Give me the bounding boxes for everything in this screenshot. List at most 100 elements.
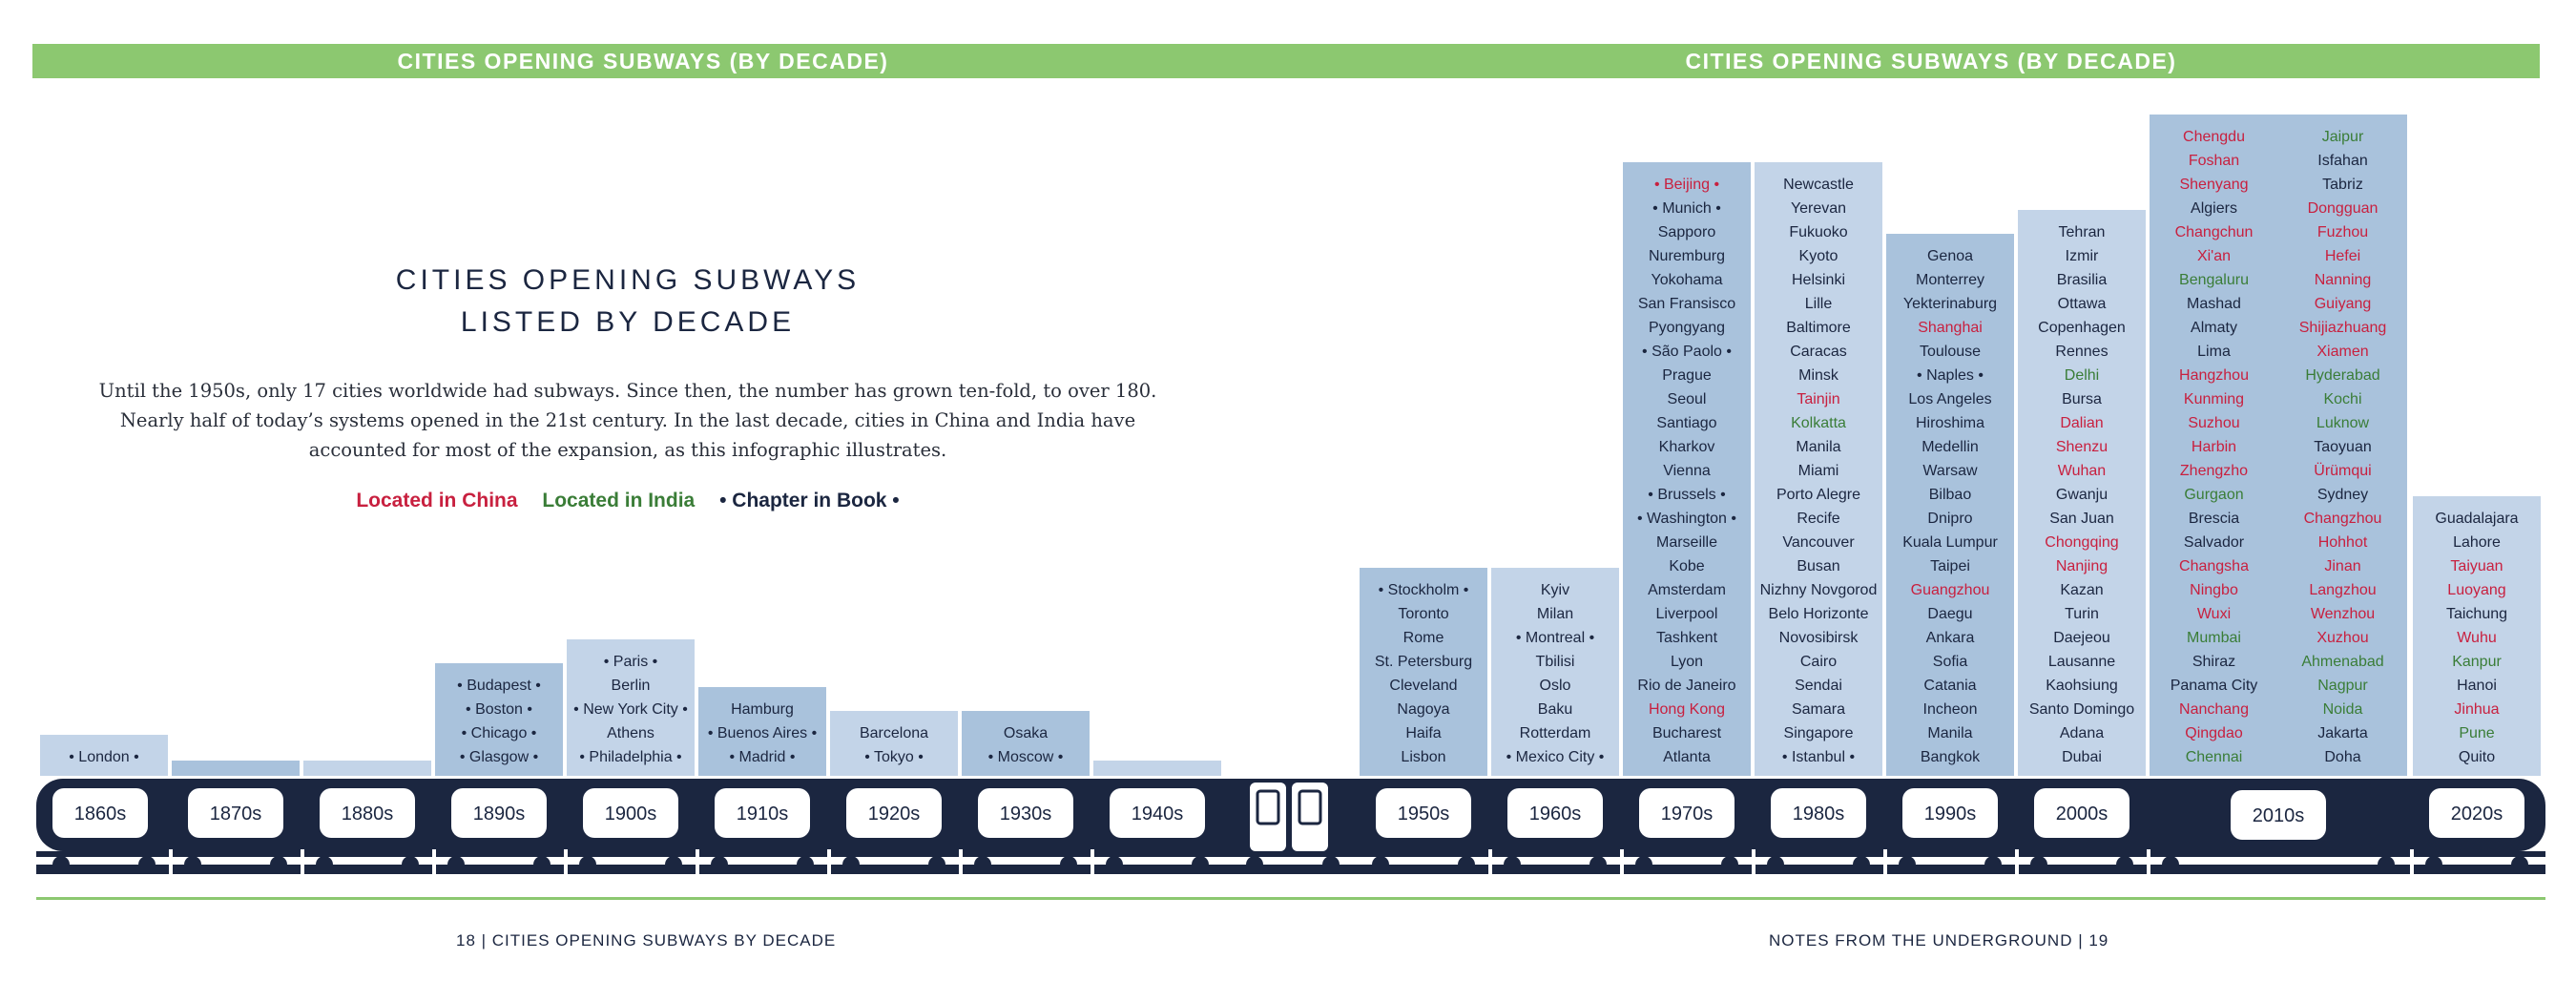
city-label: Nanjing [2056, 558, 2108, 574]
city-label: Tainjin [1797, 391, 1839, 407]
city-label: Kolkatta [1791, 415, 1846, 431]
wheel [797, 856, 814, 873]
city-label: Taiyuan [2450, 558, 2503, 574]
wheel [1372, 856, 1389, 873]
city-label: • Naples • [1917, 367, 1984, 384]
decade-pill-1900s [583, 788, 678, 838]
city-label: Fuzhou [2317, 224, 2368, 240]
city-label: Singapore [1784, 725, 1854, 741]
city-label: Santo Domingo [2029, 701, 2134, 718]
city-label: Salvador [2184, 534, 2245, 551]
city-label: Langzhou [2309, 582, 2376, 598]
car-gap [959, 849, 963, 876]
intro-body-line-3: accounted for most of the expansion, as … [308, 439, 947, 461]
city-label: Tashkent [1656, 630, 1718, 646]
city-label: Delhi [2065, 367, 2099, 384]
city-label: Xuzhou [2316, 630, 2368, 646]
car-gap [432, 849, 436, 876]
city-label: Kobe [1669, 558, 1704, 574]
decade-pill-1920s [846, 788, 942, 838]
rail-upper [36, 851, 2545, 857]
city-label: Almaty [2191, 320, 2237, 336]
city-label: Brescia [2189, 511, 2239, 527]
decade-pill-1910s [715, 788, 810, 838]
decade-label: 1960s [1529, 804, 1582, 825]
decade-pill-1990s [1902, 788, 1998, 838]
wheel [1589, 856, 1607, 873]
door-left-window [1256, 789, 1280, 825]
city-label: Bilbao [1929, 487, 1972, 503]
city-label: • Montreal • [1516, 630, 1594, 646]
city-label: Brasilia [2057, 272, 2108, 288]
car-gap [564, 849, 568, 876]
column-1900s [567, 639, 695, 776]
rail-lower [36, 865, 2545, 874]
city-label: • Tokyo • [864, 749, 924, 765]
city-label: Dnipro [1927, 511, 1972, 527]
city-label: Tehran [2059, 224, 2106, 240]
city-label: • Istanbul • [1782, 749, 1855, 765]
city-label: Noida [2323, 701, 2363, 718]
city-label: Mashad [2187, 296, 2241, 312]
city-label: Sydney [2317, 487, 2368, 503]
city-label: Novosibirsk [1779, 630, 1859, 646]
city-label: Bursa [2062, 391, 2102, 407]
city-label: Lille [1805, 296, 1833, 312]
city-label: Daejeou [2053, 630, 2110, 646]
city-label: Isfahan [2317, 153, 2367, 169]
city-label: Harbin [2192, 439, 2236, 455]
column-1940s [1093, 761, 1221, 776]
wheel [52, 856, 70, 873]
city-label: Rotterdam [1520, 725, 1591, 741]
city-label: Ahmenabad [2301, 654, 2383, 670]
wheel [2162, 856, 2179, 873]
city-label: Changchun [2175, 224, 2254, 240]
city-label: Manila [1796, 439, 1840, 455]
column-1880s [303, 761, 431, 776]
decade-pill-1960s [1507, 788, 1603, 838]
city-label: Yekterinaburg [1903, 296, 1997, 312]
city-label: St. Petersburg [1375, 654, 1472, 670]
city-label: Rome [1403, 630, 1444, 646]
wheel [2116, 856, 2133, 873]
decade-pill-1890s [451, 788, 547, 838]
city-label: Guangzhou [1911, 582, 1990, 598]
car-gap [1883, 849, 1887, 876]
city-label: Kyiv [1541, 582, 1569, 598]
decade-label: 1980s [1793, 804, 1845, 825]
city-label: San Juan [2049, 511, 2114, 527]
city-label: Qingdao [2185, 725, 2243, 741]
city-label: Rennes [2055, 344, 2108, 360]
wheel [447, 856, 465, 873]
city-label: Monterrey [1916, 272, 1984, 288]
city-label: Nagoya [1397, 701, 1449, 718]
city-label: • London • [69, 749, 138, 765]
wheel [402, 856, 419, 873]
city-label: Lausanne [2048, 654, 2115, 670]
city-label: Tabriz [2322, 177, 2363, 193]
city-label: Jakarta [2317, 725, 2368, 741]
city-label: Turin [2065, 606, 2099, 622]
wheel [1899, 856, 1916, 873]
city-label: Ürümqui [2314, 462, 2371, 479]
car-gap [1488, 849, 1492, 876]
city-label: Xiamen [2316, 344, 2368, 360]
city-label: Algiers [2191, 200, 2237, 217]
city-label: Gwanju [2056, 487, 2108, 503]
city-label: Baku [1538, 701, 1572, 718]
decade-pill-1980s [1771, 788, 1866, 838]
decade-label: 1920s [868, 804, 921, 825]
wheel [1504, 856, 1521, 873]
city-label: Ningbo [2190, 582, 2238, 598]
city-label: Bucharest [1652, 725, 1722, 741]
city-label: Caracas [1790, 344, 1847, 360]
city-label: Ankara [1926, 630, 1975, 646]
city-label: Toronto [1398, 606, 1448, 622]
city-label: Lyon [1671, 654, 1703, 670]
car-gap [2147, 849, 2150, 876]
city-label: Kochi [2323, 391, 2361, 407]
city-label: Yokohama [1651, 272, 1722, 288]
wheel [711, 856, 728, 873]
city-label: Hamburg [731, 701, 794, 718]
city-label: Lima [2197, 344, 2231, 360]
